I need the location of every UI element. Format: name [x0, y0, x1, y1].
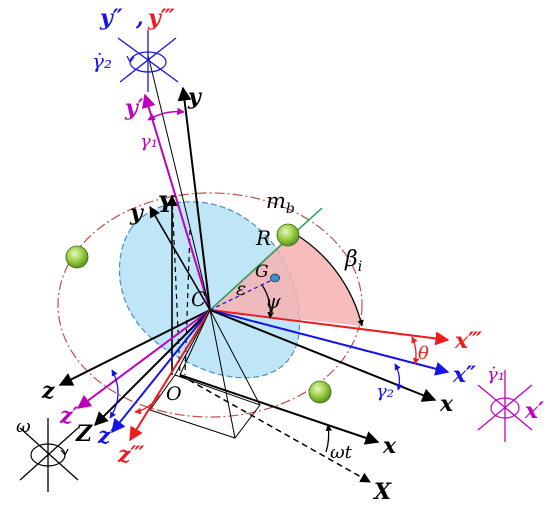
axis-X-inertial: [179, 374, 371, 483]
label-y-triple-prime: y‴: [147, 5, 175, 31]
arc-beta: [291, 231, 364, 327]
label-gamma2: γ₂: [376, 381, 394, 402]
rotation-symbol-top: [117, 30, 179, 92]
label-O: O: [166, 383, 182, 405]
arc-theta: [411, 336, 420, 365]
label-G: G: [255, 262, 269, 282]
label-x-bottom: x: [382, 433, 397, 459]
label-Z: Z: [75, 421, 93, 447]
ball-mb: [276, 223, 300, 247]
axis-z: [58, 309, 211, 386]
label-y-double-prime: y″: [99, 5, 123, 31]
axis-y: [177, 86, 211, 311]
label-C: C: [191, 287, 206, 311]
axis-z-prime: [76, 309, 211, 409]
line-C-to-O: [179, 309, 211, 376]
arc-z-red: [134, 394, 161, 415]
axis-y-double-prime: [147, 54, 211, 311]
line-radius-R: [209, 207, 323, 311]
axis-x-ground: [179, 374, 380, 445]
label-omega: ω: [16, 416, 31, 437]
label-mb: mb: [266, 189, 295, 217]
arc-omega-t: [325, 424, 332, 453]
ball-left: [65, 245, 89, 269]
arc-gamma1: [147, 107, 185, 121]
label-psi: ψ: [265, 289, 281, 313]
label-y: y: [187, 84, 203, 110]
arc-gamma2: [394, 363, 403, 391]
label-gamma1: γ₁: [140, 131, 158, 152]
line-C-to-G: [209, 278, 275, 311]
label-z: z: [41, 378, 55, 404]
label-y-prime: y′: [124, 95, 144, 121]
label-z-double-prime: z″: [97, 423, 120, 449]
label-gamma1-dot: γ̇₁: [487, 364, 505, 385]
label-y-body: y: [129, 200, 145, 226]
axis-x-double-prime: [209, 309, 450, 376]
label-x-prime: x′: [524, 398, 544, 424]
rotation-symbol-right: [477, 370, 533, 442]
arc-psi: [261, 284, 274, 319]
label-comma: ,: [135, 5, 144, 31]
label-beta: βi: [344, 247, 362, 275]
box-edge-2: [209, 309, 236, 439]
label-Y: Y: [158, 192, 176, 218]
axis-z-double-prime: [111, 309, 211, 434]
label-gamma2-dot-top: γ̇₂: [92, 49, 112, 73]
label-z-triple-prime: z‴: [117, 442, 144, 468]
label-epsilon: ε: [236, 278, 246, 300]
axis-y-body: [149, 206, 211, 311]
label-X: X: [372, 479, 392, 505]
dashed-vertical-left: [171, 194, 181, 376]
label-omega-t: ωt: [330, 442, 353, 463]
arc-z-rotations: [109, 369, 119, 419]
label-x-double-prime: x″: [452, 362, 476, 388]
center-of-mass-G: [270, 273, 280, 283]
axis-z-triple-prime: [129, 309, 211, 442]
label-theta: θ: [418, 343, 429, 364]
label-R: R: [255, 226, 271, 250]
ball-right: [308, 380, 332, 404]
label-z-prime: z′: [59, 403, 78, 429]
label-x-near: x: [439, 391, 454, 417]
box-edge-3: [209, 309, 261, 406]
label-x-triple-prime: x‴: [454, 328, 482, 354]
rotation-symbol-omega: [19, 418, 79, 492]
